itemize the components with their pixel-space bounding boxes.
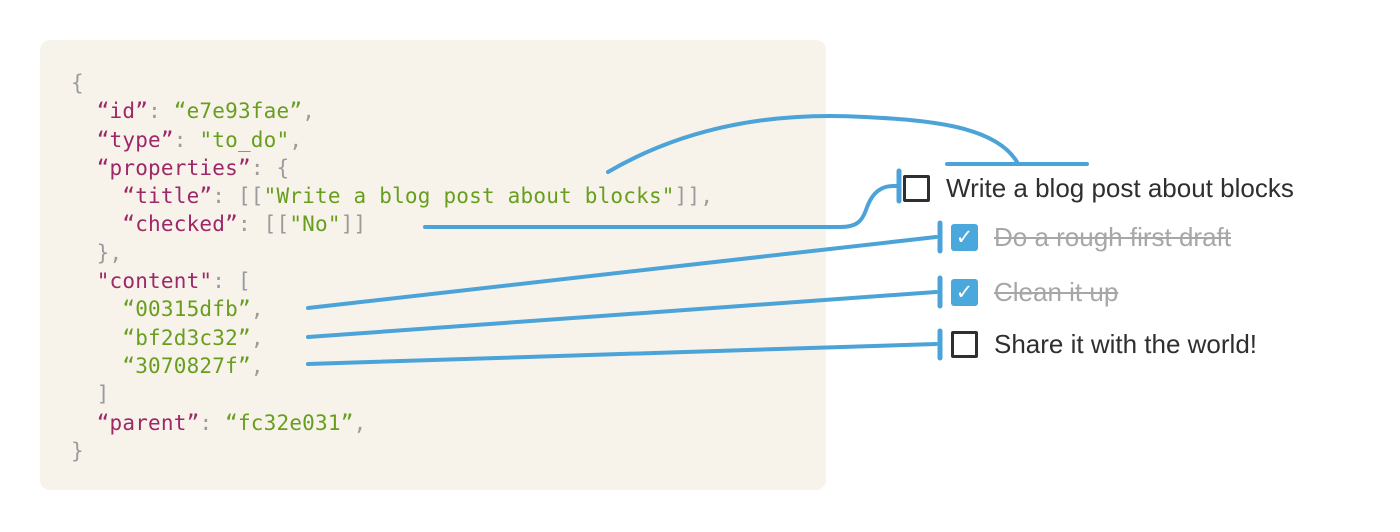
code-token: } [71, 438, 84, 463]
code-line: “00315dfb”, [71, 295, 826, 323]
code-token: : { [250, 155, 290, 180]
code-token: : [173, 127, 200, 152]
check-icon: ✓ [955, 279, 974, 304]
code-token [71, 128, 97, 152]
json-code-block: { “id”: “e7e93fae”, “type”: "to_do", “pr… [40, 40, 826, 490]
code-token: "No" [289, 212, 341, 237]
code-token: : [148, 99, 174, 124]
code-token: "Write a blog post about blocks" [263, 184, 675, 209]
todo-item-3: ✓ Clean it up [951, 276, 1119, 307]
todo-item-1: Write a blog post about blocks [903, 172, 1294, 203]
code-token: : [199, 410, 226, 435]
code-token: “3070827f” [122, 353, 251, 378]
todo-checkbox[interactable] [951, 330, 978, 358]
code-token: “properties” [96, 155, 251, 180]
code-token: : [[ [237, 212, 290, 237]
todo-item-2: ✓ Do a rough first draft [951, 221, 1231, 252]
code-line: }, [71, 239, 826, 267]
code-token [71, 354, 122, 378]
code-token: }, [71, 240, 123, 265]
code-token: , [353, 410, 367, 435]
code-token: “fc32e031” [225, 410, 354, 435]
todo-label: Do a rough first draft [994, 221, 1231, 252]
todo-label: Write a blog post about blocks [946, 172, 1294, 203]
code-token [71, 212, 122, 236]
code-line: “parent”: “fc32e031”, [71, 409, 826, 437]
todo-item-4: Share it with the world! [951, 328, 1258, 359]
code-line: “title”: [["Write a blog post about bloc… [71, 182, 826, 210]
code-token: , [250, 297, 264, 322]
code-token: , [250, 353, 264, 378]
code-token: “00315dfb” [122, 297, 251, 322]
todo-checkbox[interactable] [903, 174, 930, 202]
code-token [71, 184, 122, 208]
code-token [71, 99, 97, 123]
code-token: “checked” [122, 212, 238, 237]
code-token: ] [71, 382, 110, 407]
code-token: “e7e93fae” [173, 99, 303, 124]
code-token: { [71, 71, 84, 95]
code-token: ]] [340, 212, 367, 237]
code-token: , [250, 325, 264, 350]
code-token: “parent” [96, 410, 200, 435]
code-token [71, 326, 122, 350]
code-token: "content" [96, 269, 213, 294]
code-line: “type”: "to_do", [71, 126, 826, 154]
code-line: “3070827f”, [71, 352, 826, 380]
code-token: “title” [122, 184, 213, 209]
todo-checkbox[interactable]: ✓ [951, 278, 978, 306]
code-line: “bf2d3c32”, [71, 324, 826, 352]
code-token [71, 156, 97, 180]
code-token: : [ [212, 269, 251, 294]
code-token: “type” [96, 127, 174, 152]
code-token: , [289, 127, 303, 152]
code-token: “id” [96, 99, 149, 124]
code-line: ] [71, 380, 826, 408]
code-token: : [[ [212, 184, 264, 209]
code-token: ]], [674, 184, 714, 209]
code-line: { [71, 69, 826, 97]
check-icon: ✓ [955, 224, 974, 249]
code-line: “id”: “e7e93fae”, [71, 97, 826, 125]
code-token [71, 269, 97, 293]
code-token: “bf2d3c32” [122, 325, 251, 350]
code-line: “properties”: { [71, 154, 826, 182]
todo-label: Clean it up [994, 276, 1119, 307]
code-token [71, 297, 122, 321]
code-token [71, 411, 97, 435]
code-token: , [302, 99, 316, 124]
code-line: } [71, 437, 826, 465]
todo-label: Share it with the world! [994, 328, 1258, 359]
todo-checkbox[interactable]: ✓ [951, 223, 978, 251]
code-line: "content": [ [71, 267, 826, 295]
code-line: “checked”: [["No"]] [71, 210, 826, 238]
code-token: "to_do" [199, 127, 290, 152]
